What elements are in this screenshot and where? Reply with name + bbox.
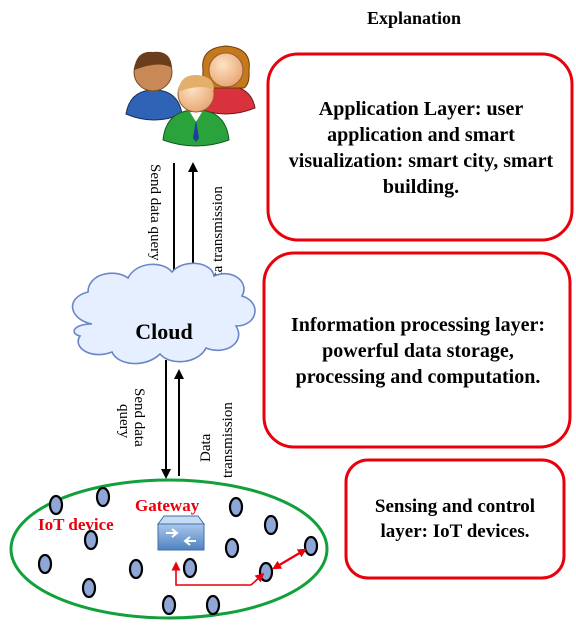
transmission-label: transmission (220, 402, 236, 478)
iot-node (48, 494, 64, 516)
cloud-label: Cloud (135, 319, 192, 344)
iot-node (81, 577, 97, 599)
cloud-icon (71, 262, 256, 365)
iot-node (83, 529, 99, 551)
gateway-label: Gateway (135, 496, 200, 515)
node-link-arrow (272, 548, 307, 570)
iot-device-label: IoT device (38, 515, 114, 534)
sensing-control-layer-text: Sensing and control layer: IoT devices. (374, 496, 536, 542)
iot-node (224, 537, 240, 559)
information-processing-layer-box (262, 251, 572, 449)
send-data-label: Send data (131, 388, 147, 447)
sensing-control-layer-box (344, 458, 566, 580)
users-group-icon (125, 45, 256, 147)
iot-node (228, 496, 244, 518)
send-data-query-label: Send data query (147, 164, 163, 261)
iot-node (182, 557, 198, 579)
iot-node (95, 486, 111, 508)
iot-node (258, 561, 274, 583)
explanation-title: Explanation (367, 8, 461, 28)
iot-node (161, 594, 177, 616)
data-label: Data (198, 433, 214, 462)
iot-node (303, 535, 319, 557)
application-layer-box (266, 52, 574, 242)
iot-node (205, 594, 221, 616)
gateway-link-arrow (171, 561, 265, 586)
data-transmission-label: Data transmission (210, 186, 226, 294)
iot-node (37, 553, 53, 575)
iot-node (263, 514, 279, 536)
gateway-router-icon (157, 515, 205, 551)
information-processing-layer-text: Information processing layer: powerful d… (290, 314, 546, 388)
application-layer-text: Application Layer: user application and … (288, 98, 554, 198)
iot-node (128, 558, 144, 580)
query-label: query (116, 404, 132, 439)
